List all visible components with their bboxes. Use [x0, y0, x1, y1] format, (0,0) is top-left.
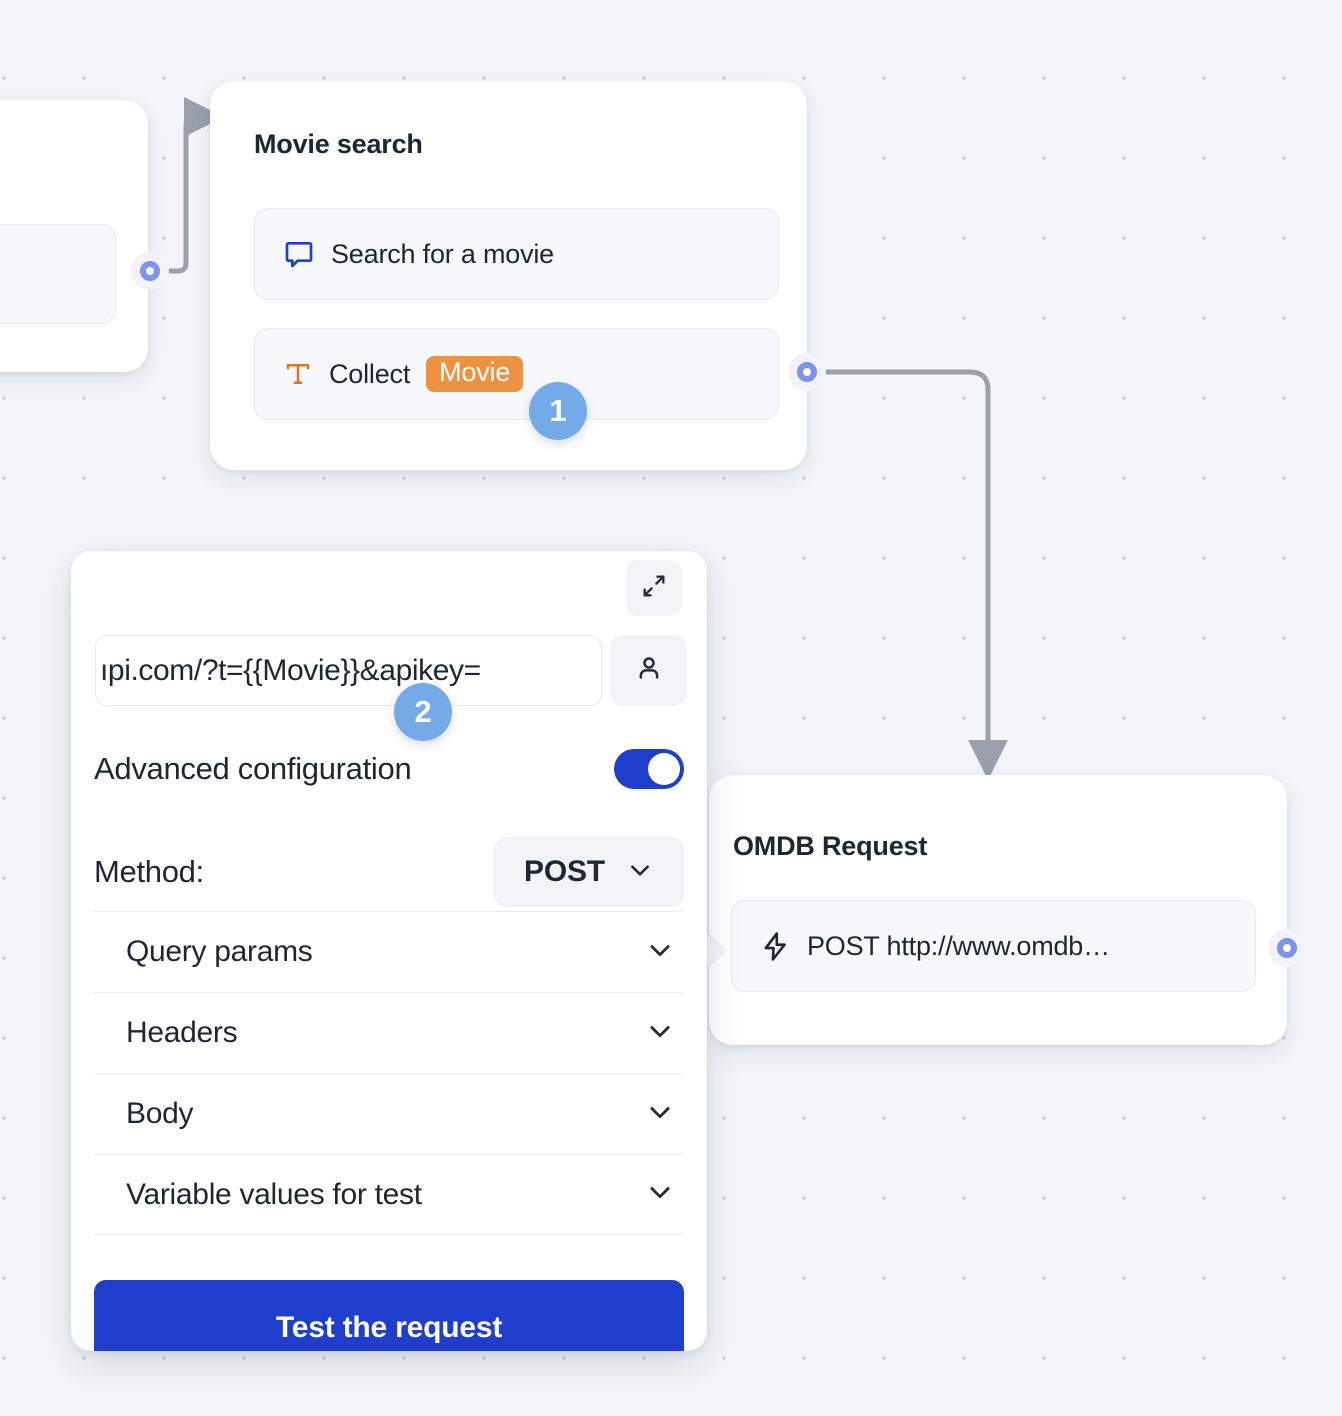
advanced-configuration-label: Advanced configuration — [94, 751, 412, 786]
variable-tag-movie[interactable]: Movie — [426, 356, 524, 392]
user-credentials-button[interactable] — [610, 635, 687, 706]
advanced-configuration-row: Advanced configuration — [94, 741, 684, 797]
method-label: Method: — [94, 854, 204, 889]
node-row-label: POST http://www.omdb… — [807, 930, 1110, 961]
step-badge-2: 2 — [394, 683, 452, 741]
port-movie-search-output[interactable] — [788, 353, 826, 391]
port-omdb-request-output[interactable] — [1268, 929, 1306, 967]
text-format-icon — [283, 359, 313, 389]
node-movie-search[interactable]: Movie search Search for a movie Collect — [210, 81, 807, 470]
node-omdb-request[interactable]: OMDB Request POST http://www.omdb… — [693, 775, 1287, 1045]
chevron-down-icon — [646, 936, 674, 969]
chevron-down-icon — [627, 857, 653, 888]
accordion-item-headers[interactable]: Headers — [94, 992, 684, 1073]
node-row-label: Search for a movie — [331, 238, 554, 269]
expand-diagonal-icon — [640, 572, 668, 605]
toggle-knob — [648, 753, 680, 785]
partial-node-row[interactable] — [0, 224, 116, 324]
accordion-item-variable-values-for-test[interactable]: Variable values for test — [94, 1154, 684, 1235]
accordion-item-body[interactable]: Body — [94, 1073, 684, 1154]
node-row-search-for-a-movie[interactable]: Search for a movie — [254, 208, 779, 300]
method-value: POST — [524, 855, 605, 888]
step-badge-1: 1 — [529, 382, 587, 440]
speech-bubble-icon — [283, 238, 315, 270]
node-row-post-request[interactable]: POST http://www.omdb… — [731, 900, 1256, 992]
accordion-label: Body — [126, 1097, 194, 1130]
advanced-configuration-toggle[interactable] — [614, 749, 684, 789]
accordion-label: Headers — [126, 1016, 238, 1049]
url-input[interactable]: ıpi.com/?t={{Movie}}&apikey= — [95, 635, 602, 706]
node-movie-search-title: Movie search — [254, 129, 423, 159]
partial-node[interactable] — [0, 100, 148, 372]
node-row-collect-movie[interactable]: Collect Movie — [254, 328, 779, 420]
expand-panel-button[interactable] — [626, 560, 682, 616]
edge-movie-to-omdb — [823, 369, 1008, 780]
edge-partial-to-movie — [167, 97, 224, 274]
accordion-item-query-params[interactable]: Query params — [94, 911, 684, 992]
url-row: ıpi.com/?t={{Movie}}&apikey= — [95, 635, 687, 706]
lightning-bolt-icon — [760, 931, 791, 962]
method-select[interactable]: POST — [493, 837, 684, 907]
accordion-label: Query params — [126, 935, 313, 968]
url-input-value: ıpi.com/?t={{Movie}}&apikey= — [100, 653, 481, 687]
config-accordion: Query params Headers Body — [94, 911, 684, 1235]
port-partial-node-output[interactable] — [131, 252, 169, 290]
accordion-label: Variable values for test — [126, 1177, 422, 1211]
user-icon — [634, 653, 664, 688]
node-row-label: Collect — [329, 358, 411, 389]
chevron-down-icon — [646, 1178, 674, 1211]
chevron-down-icon — [646, 1098, 674, 1131]
request-config-panel[interactable]: ıpi.com/?t={{Movie}}&apikey= Advanced co… — [71, 551, 707, 1351]
test-the-request-button[interactable]: Test the request — [94, 1280, 684, 1351]
chevron-down-icon — [646, 1017, 674, 1050]
method-row: Method: POST — [94, 837, 684, 907]
node-omdb-request-title: OMDB Request — [733, 831, 928, 861]
